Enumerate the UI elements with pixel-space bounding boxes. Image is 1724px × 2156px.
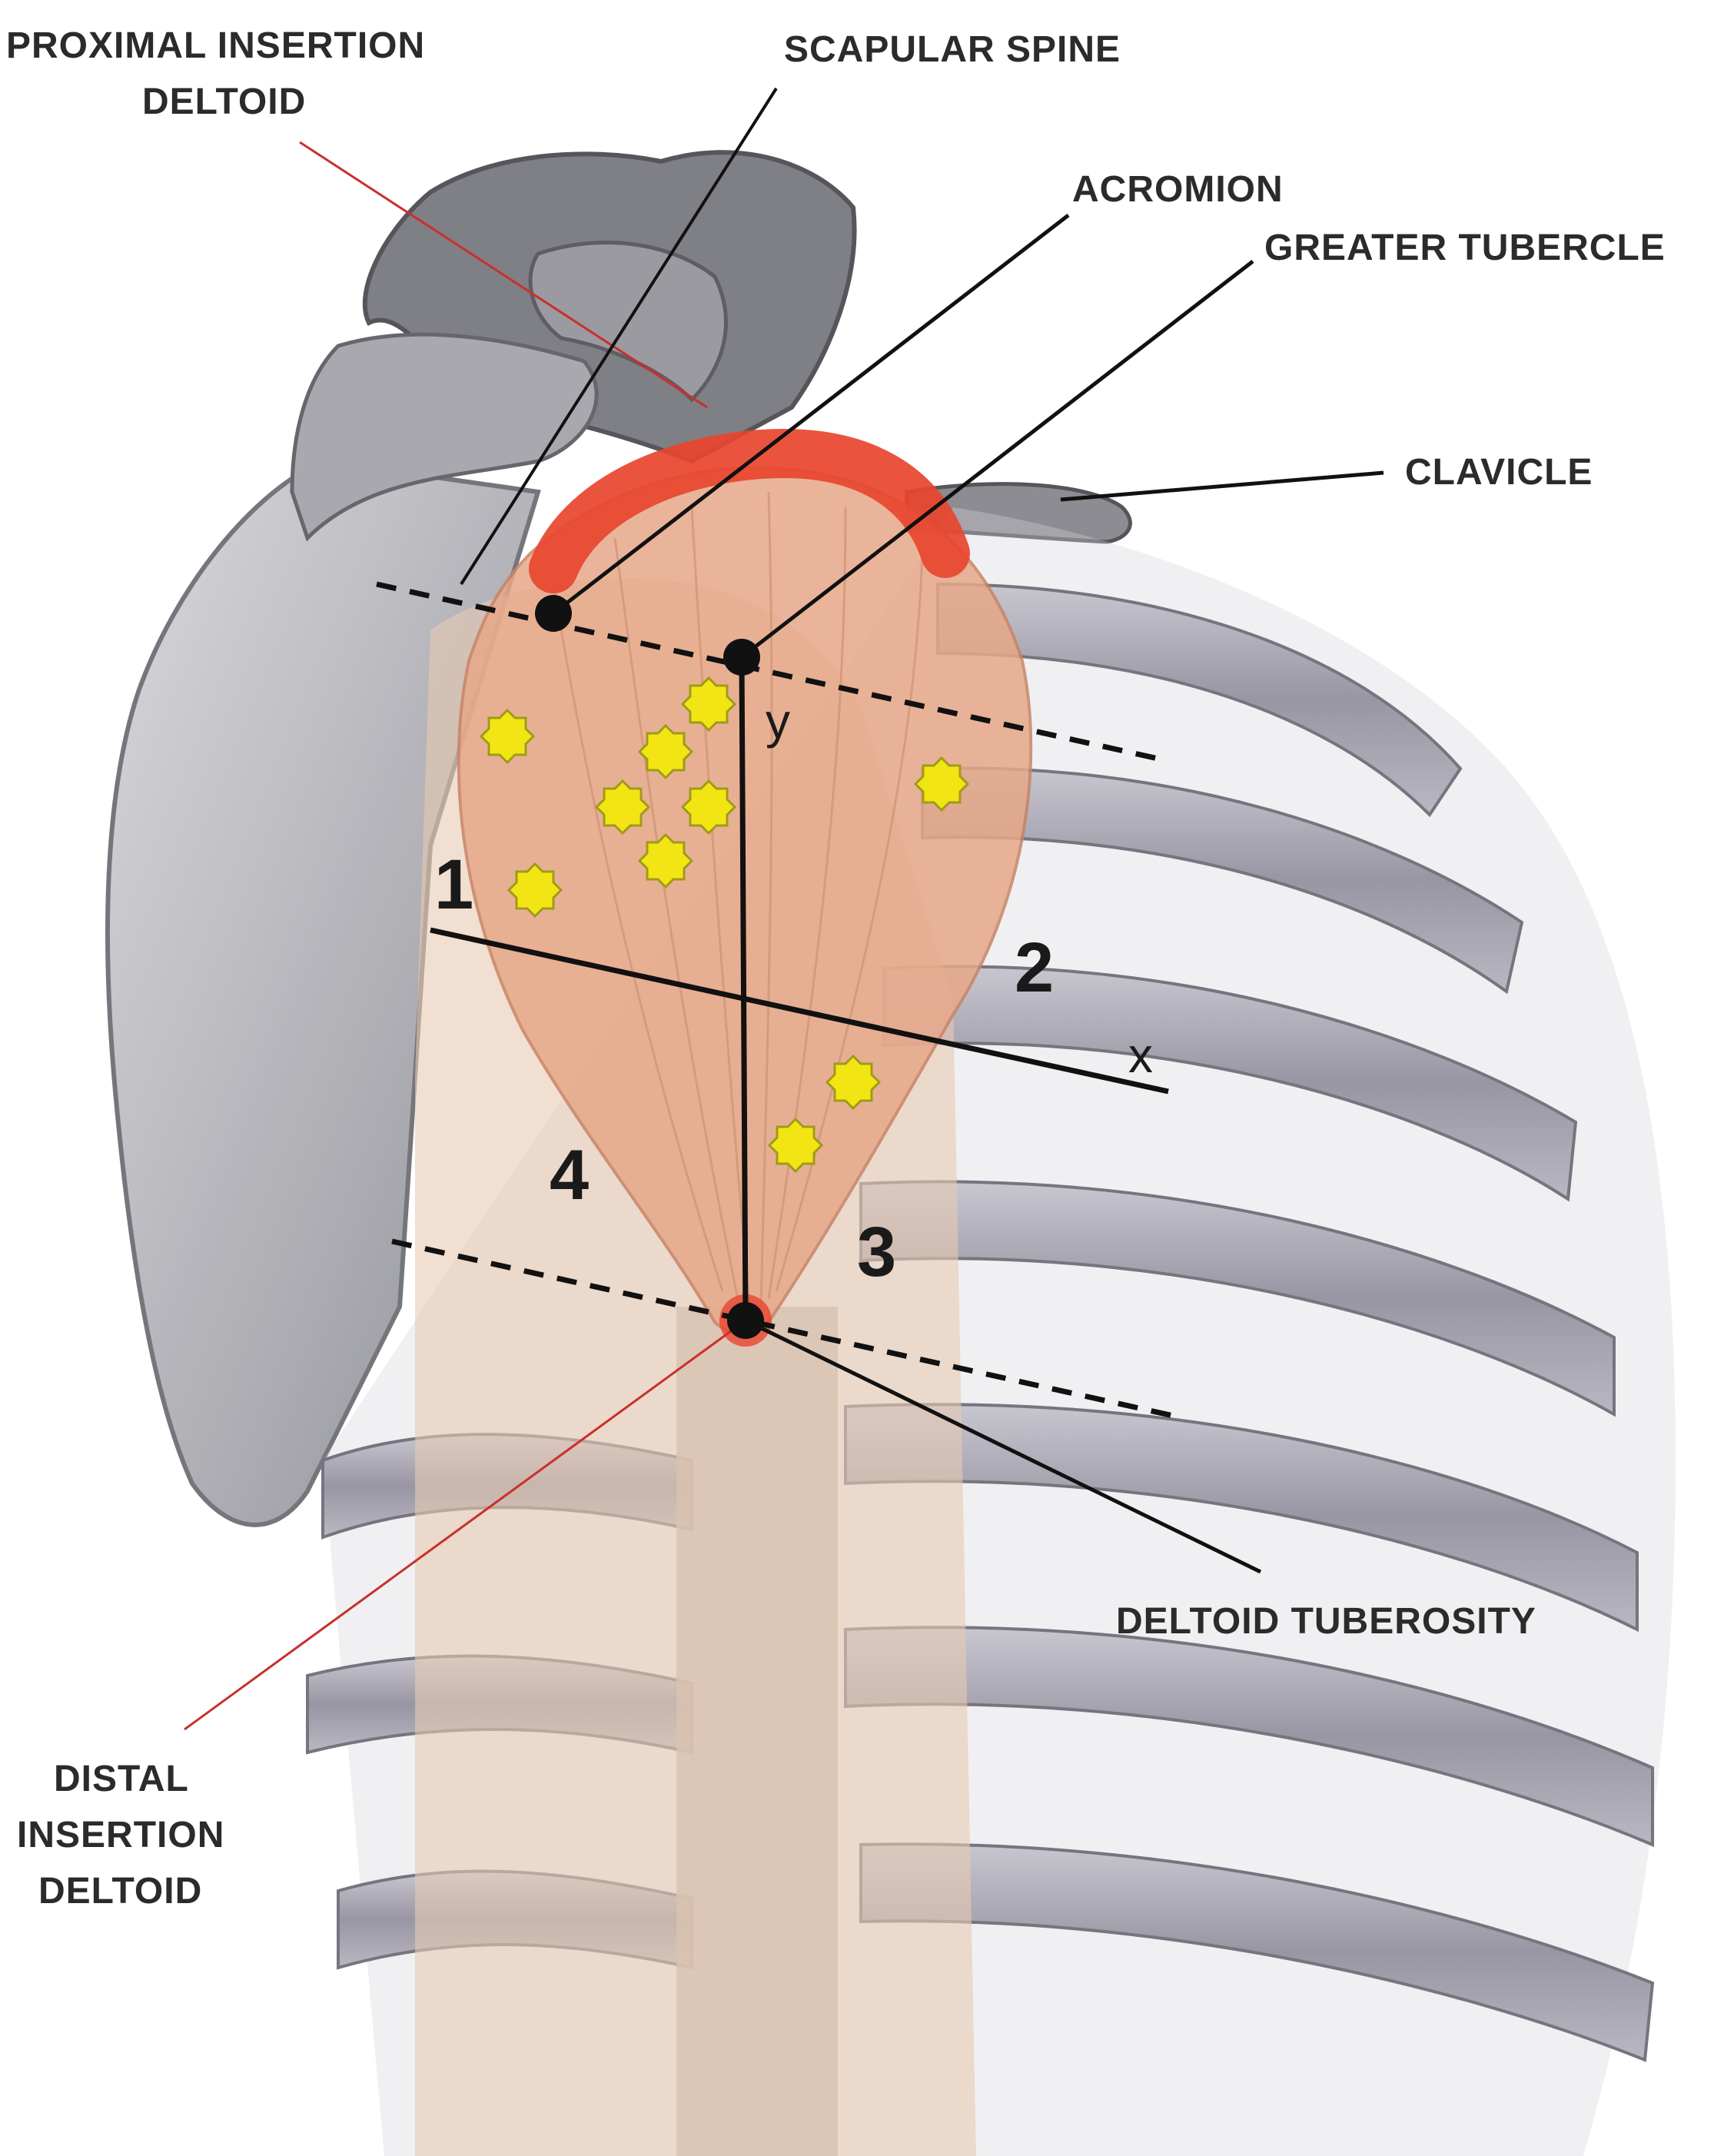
rib [844, 1626, 1654, 1848]
acromion-point [535, 595, 572, 632]
x-axis-label: x [1128, 1028, 1153, 1083]
distal-insertion-label-line2: INSERTION [17, 1815, 224, 1855]
star-burst-icon [507, 862, 563, 919]
humerus-shaft [676, 1307, 838, 2156]
region-3-label: 3 [857, 1213, 896, 1291]
star-burst-icon [825, 1054, 882, 1111]
greater-tubercle-point [723, 639, 760, 676]
star-burst-icon [767, 1117, 824, 1174]
proximal-insertion-leader [299, 141, 708, 409]
star-burst-icon [680, 779, 737, 835]
clavicle-leader [1060, 470, 1384, 502]
proximal-insertion-label-line1: PROXIMAL INSERTION [6, 25, 425, 66]
rib [844, 1403, 1639, 1633]
deltoid-tuberosity-leader [744, 1318, 1262, 1574]
distal-insertion-label-line3: DELTOID [38, 1871, 202, 1912]
scapular-spine-leader [460, 87, 778, 586]
rib [859, 1842, 1655, 2062]
rib [936, 582, 1463, 818]
x-axis-line [430, 927, 1169, 1095]
y-axis-line [739, 656, 749, 1321]
star-burst-icon [594, 779, 651, 835]
rib [882, 965, 1578, 1202]
acromion-label: ACROMION [1072, 169, 1284, 210]
region-2-label: 2 [1015, 929, 1054, 1007]
greater-tubercle-leader [740, 260, 1254, 659]
star-burst-icon [479, 708, 536, 765]
motor-points [479, 676, 970, 1174]
muscle-fibers [552, 491, 924, 1307]
deltoid-tuberosity-label: DELTOID TUBEROSITY [1116, 1601, 1536, 1642]
scapular-spine-label: SCAPULAR SPINE [784, 29, 1121, 70]
distal-insertion-label-line1: DISTAL [54, 1759, 189, 1799]
proximal-insertion-label-line2: DELTOID [142, 81, 306, 122]
star-burst-icon [637, 723, 694, 780]
region-4-label: 4 [550, 1136, 589, 1214]
rib [921, 766, 1524, 995]
deltoid-tuberosity-point [727, 1302, 764, 1339]
y-axis-label: y [766, 693, 790, 749]
rib [859, 1180, 1616, 1417]
greater-tubercle-label: GREATER TUBERCLE [1264, 228, 1666, 268]
region-1-label: 1 [434, 845, 473, 924]
star-burst-icon [637, 832, 694, 889]
proximal-insertion-arc [529, 428, 970, 593]
distal-insertion-leader [184, 1319, 746, 1731]
acromion-leader [552, 214, 1070, 615]
star-burst-icon [680, 676, 737, 733]
star-burst-icon [913, 756, 970, 812]
clavicle-label: CLAVICLE [1405, 452, 1593, 493]
